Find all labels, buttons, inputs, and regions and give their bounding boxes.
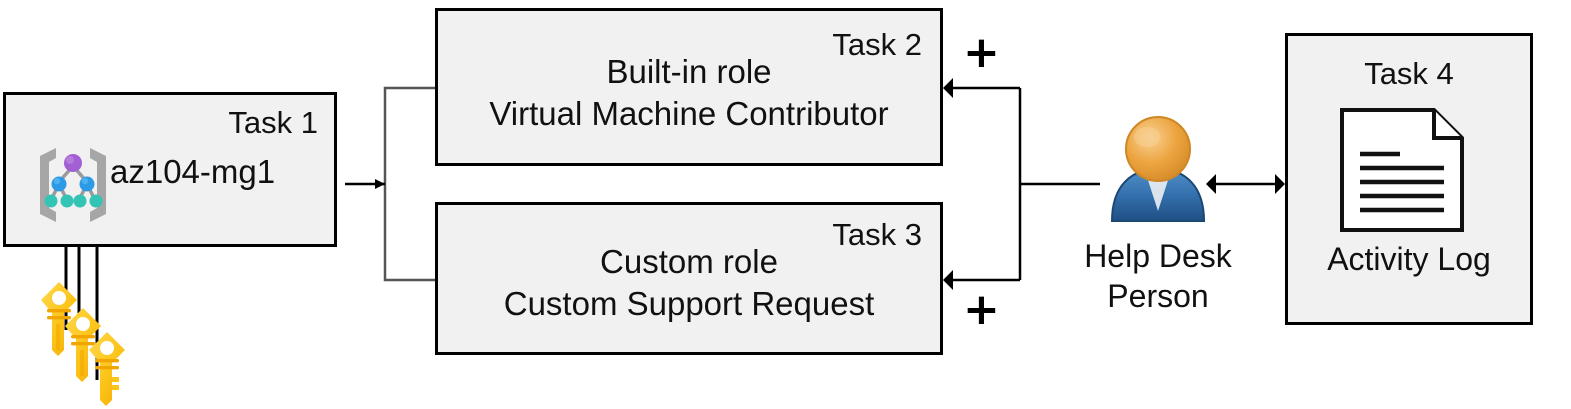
connector-person-activitylog [1206,174,1285,194]
task1-tag: Task 1 [228,105,318,140]
task4-box[interactable]: Task 4 Activity Log [1285,33,1533,325]
task2-line1: Built-in role [606,53,772,90]
key-icon-group [14,278,134,409]
key-icon [89,332,125,406]
management-group-icon [30,138,116,230]
document-icon [1338,106,1486,234]
plus-operator-bottom: + [963,284,1000,335]
task3-line1: Custom role [600,243,778,280]
task2-box[interactable]: Task 2 Built-in role Virtual Machine Con… [435,8,943,166]
person-label-line2: Person [1107,278,1209,314]
task1-label: az104-mg1 [110,153,276,190]
task3-tag: Task 3 [832,217,922,252]
person-icon [1100,115,1216,225]
task4-tag: Task 4 [1364,56,1454,91]
task2-tag: Task 2 [832,27,922,62]
task4-label: Activity Log [1327,241,1491,277]
plus-operator-top: + [963,27,1000,78]
person-label-line1: Help Desk [1084,238,1232,274]
key-icon [65,308,101,382]
task2-line2: Virtual Machine Contributor [489,95,889,132]
key-icon [41,282,77,356]
task3-line2: Custom Support Request [503,285,875,322]
task3-box[interactable]: Task 3 Custom role Custom Support Reques… [435,202,943,355]
connector-roles-to-mg [345,86,435,282]
task1-box[interactable]: Task 1 az104-mg1 [3,92,337,247]
